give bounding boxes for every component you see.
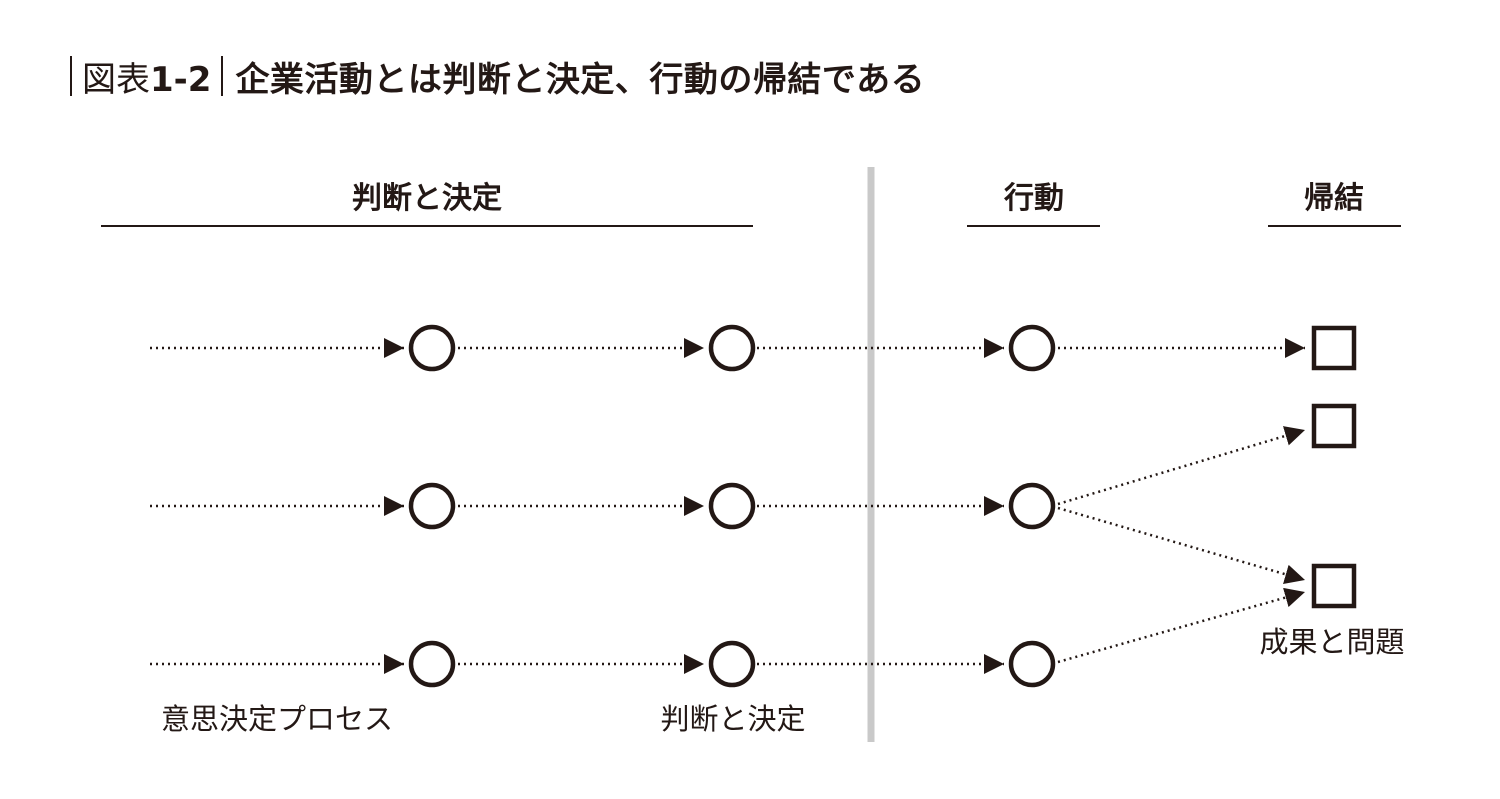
node-outcome-3: [1311, 563, 1357, 609]
figure-label: 図表1-2: [82, 52, 211, 101]
header-outcome: 帰結: [1304, 181, 1364, 216]
node-process-row2: [408, 482, 456, 530]
figure-label-prefix: 図表: [82, 59, 150, 100]
arrow-row2-to-outcome-upper: [1057, 426, 1306, 506]
node-decision-row1: [708, 324, 756, 372]
node-action-row1: [1008, 324, 1056, 372]
node-process-row3: [408, 640, 456, 688]
label-results: 成果と問題: [1259, 625, 1404, 659]
label-decision: 判断と決定: [660, 702, 805, 736]
node-action-row2: [1008, 482, 1056, 530]
title-bar-left: [70, 56, 72, 96]
node-decision-row2: [708, 482, 756, 530]
header-action: 行動: [1003, 181, 1064, 216]
arrow-row3-to-outcome: [1057, 587, 1306, 664]
header-judgment: 判断と決定: [352, 181, 502, 216]
arrow-row2-to-outcome-lower: [1057, 506, 1306, 585]
figure-caption: 企業活動とは判断と決定、行動の帰結である: [235, 59, 926, 100]
figure-title: 図表1-2 企業活動とは判断と決定、行動の帰結である: [70, 52, 925, 100]
node-process-row1: [408, 324, 456, 372]
node-action-row3: [1008, 640, 1056, 688]
figure-number: 1-2: [150, 59, 212, 100]
title-bar-right: [221, 56, 224, 96]
node-decision-row3: [708, 640, 756, 688]
label-process: 意思決定プロセス: [161, 702, 393, 736]
node-outcome-2: [1311, 403, 1357, 449]
node-outcome-1: [1311, 325, 1357, 371]
